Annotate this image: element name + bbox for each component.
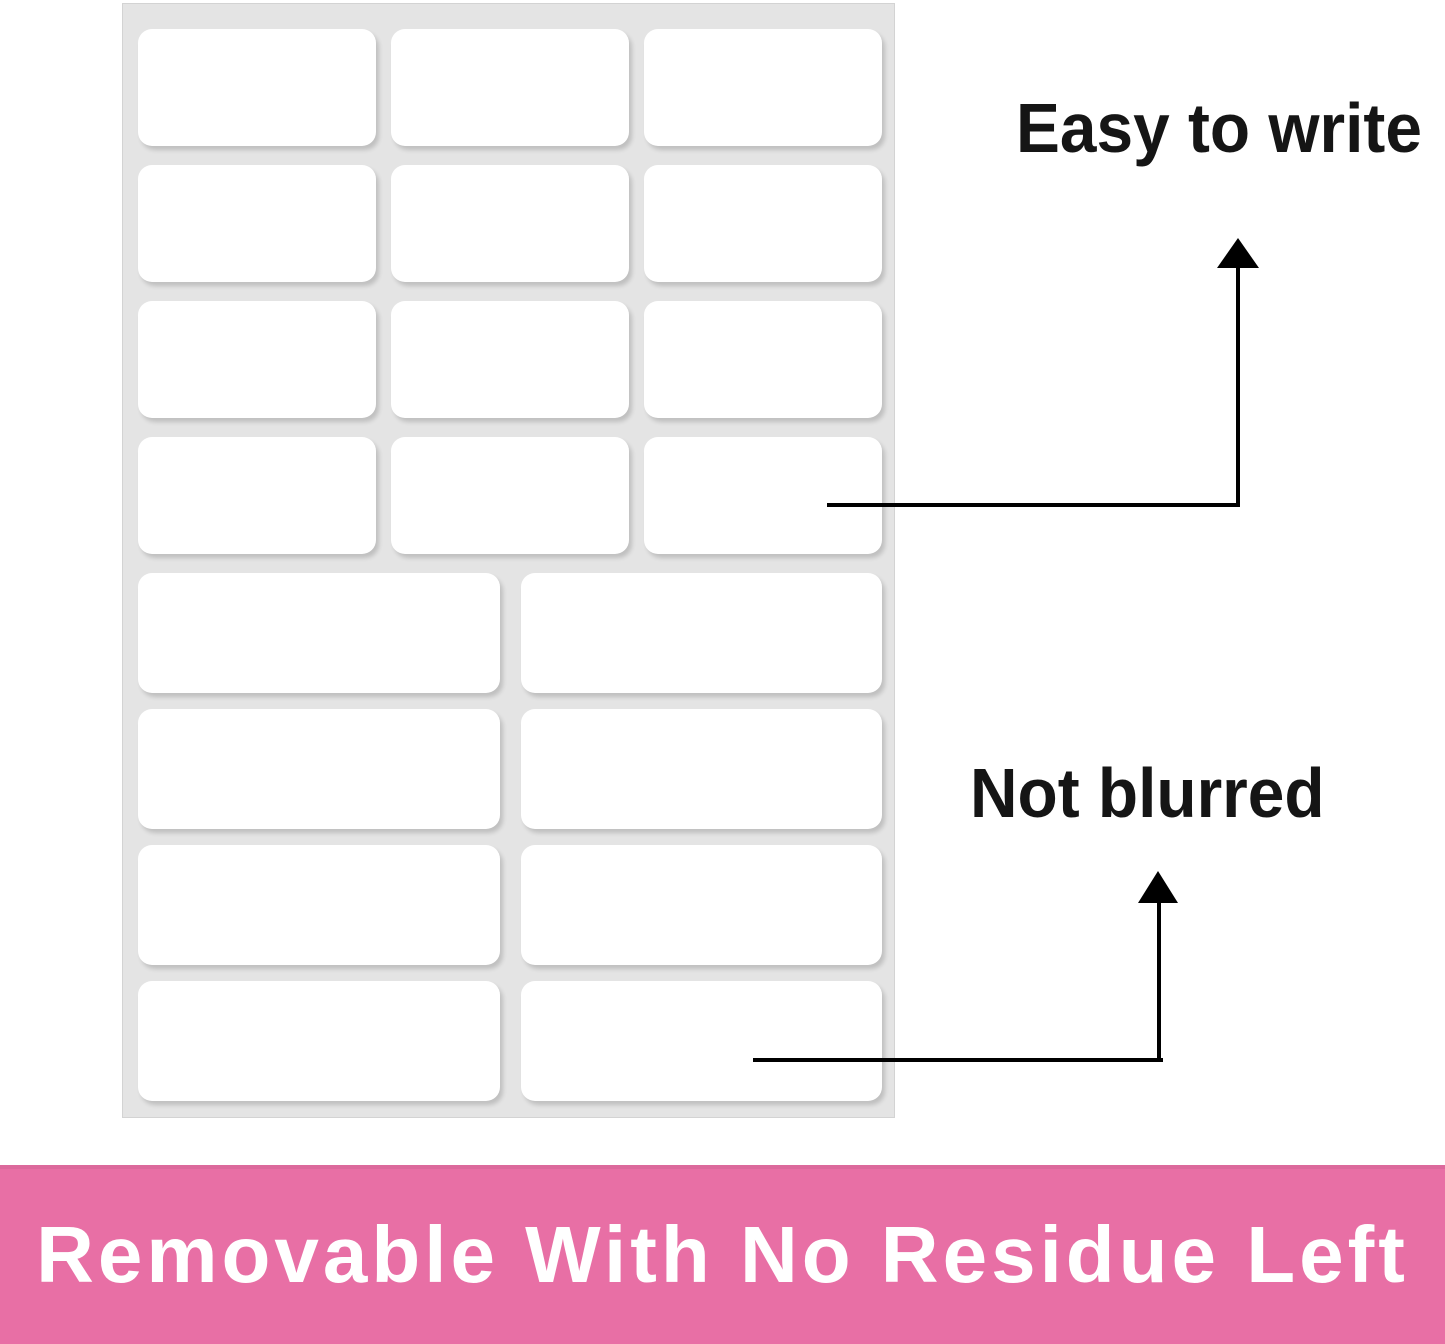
bottom-banner: Removable With No Residue Left — [0, 1165, 1445, 1344]
annotation-not-blurred: Not blurred — [970, 754, 1325, 832]
label-sticker-small — [391, 165, 629, 282]
label-sticker-large — [520, 709, 882, 829]
label-sticker-large — [520, 981, 882, 1101]
arrow-up-icon-not-blurred — [1138, 871, 1178, 903]
label-sticker-large — [138, 709, 500, 829]
label-sticker-small — [391, 437, 629, 554]
label-sticker-small — [644, 165, 882, 282]
label-sticker-small — [644, 437, 882, 554]
label-sticker-small — [644, 301, 882, 418]
label-sticker-small — [138, 437, 376, 554]
label-sticker-large — [138, 981, 500, 1101]
label-sticker-large — [520, 845, 882, 965]
large-labels-grid — [138, 573, 882, 1101]
label-sticker-small — [138, 301, 376, 418]
label-sticker-small — [391, 29, 629, 146]
callout-line-not-blurred-vertical — [1157, 903, 1161, 1062]
arrow-up-icon-easy-to-write — [1217, 238, 1259, 268]
label-sticker-small — [391, 301, 629, 418]
label-sticker-large — [520, 573, 882, 693]
small-labels-grid — [138, 29, 882, 554]
label-sheet — [122, 3, 895, 1118]
label-sticker-large — [138, 573, 500, 693]
label-sticker-large — [138, 845, 500, 965]
label-sticker-small — [138, 165, 376, 282]
banner-text: Removable With No Residue Left — [36, 1209, 1409, 1299]
callout-line-easy-to-write-horizontal — [827, 503, 1240, 507]
label-sticker-small — [644, 29, 882, 146]
callout-line-easy-to-write-vertical — [1236, 266, 1240, 507]
callout-line-not-blurred-horizontal — [753, 1058, 1163, 1062]
annotation-easy-to-write: Easy to write — [1016, 89, 1422, 167]
label-sticker-small — [138, 29, 376, 146]
